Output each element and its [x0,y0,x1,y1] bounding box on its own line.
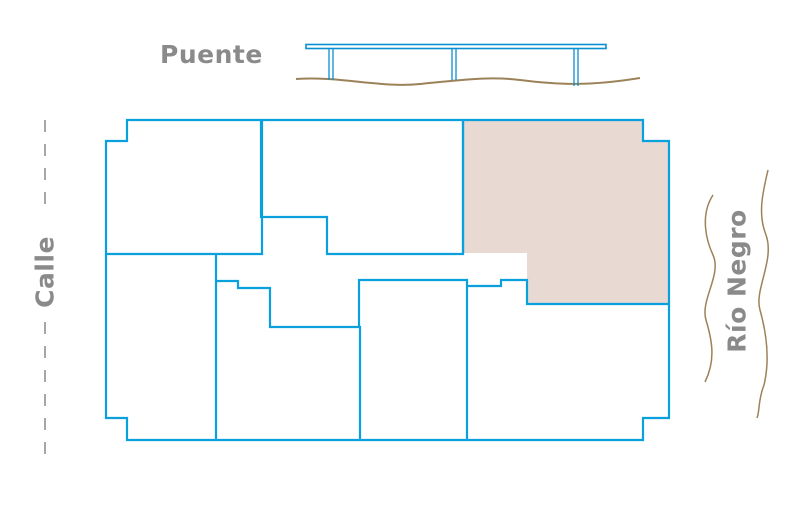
river-label: Río Negro [722,209,752,353]
bridge-icon [295,43,641,86]
highlighted-unit[interactable] [463,120,669,304]
street-label: Calle [30,236,60,308]
river-icon [704,169,770,419]
bridge-label: Puente [160,40,263,69]
floorplan-walls [104,118,671,442]
